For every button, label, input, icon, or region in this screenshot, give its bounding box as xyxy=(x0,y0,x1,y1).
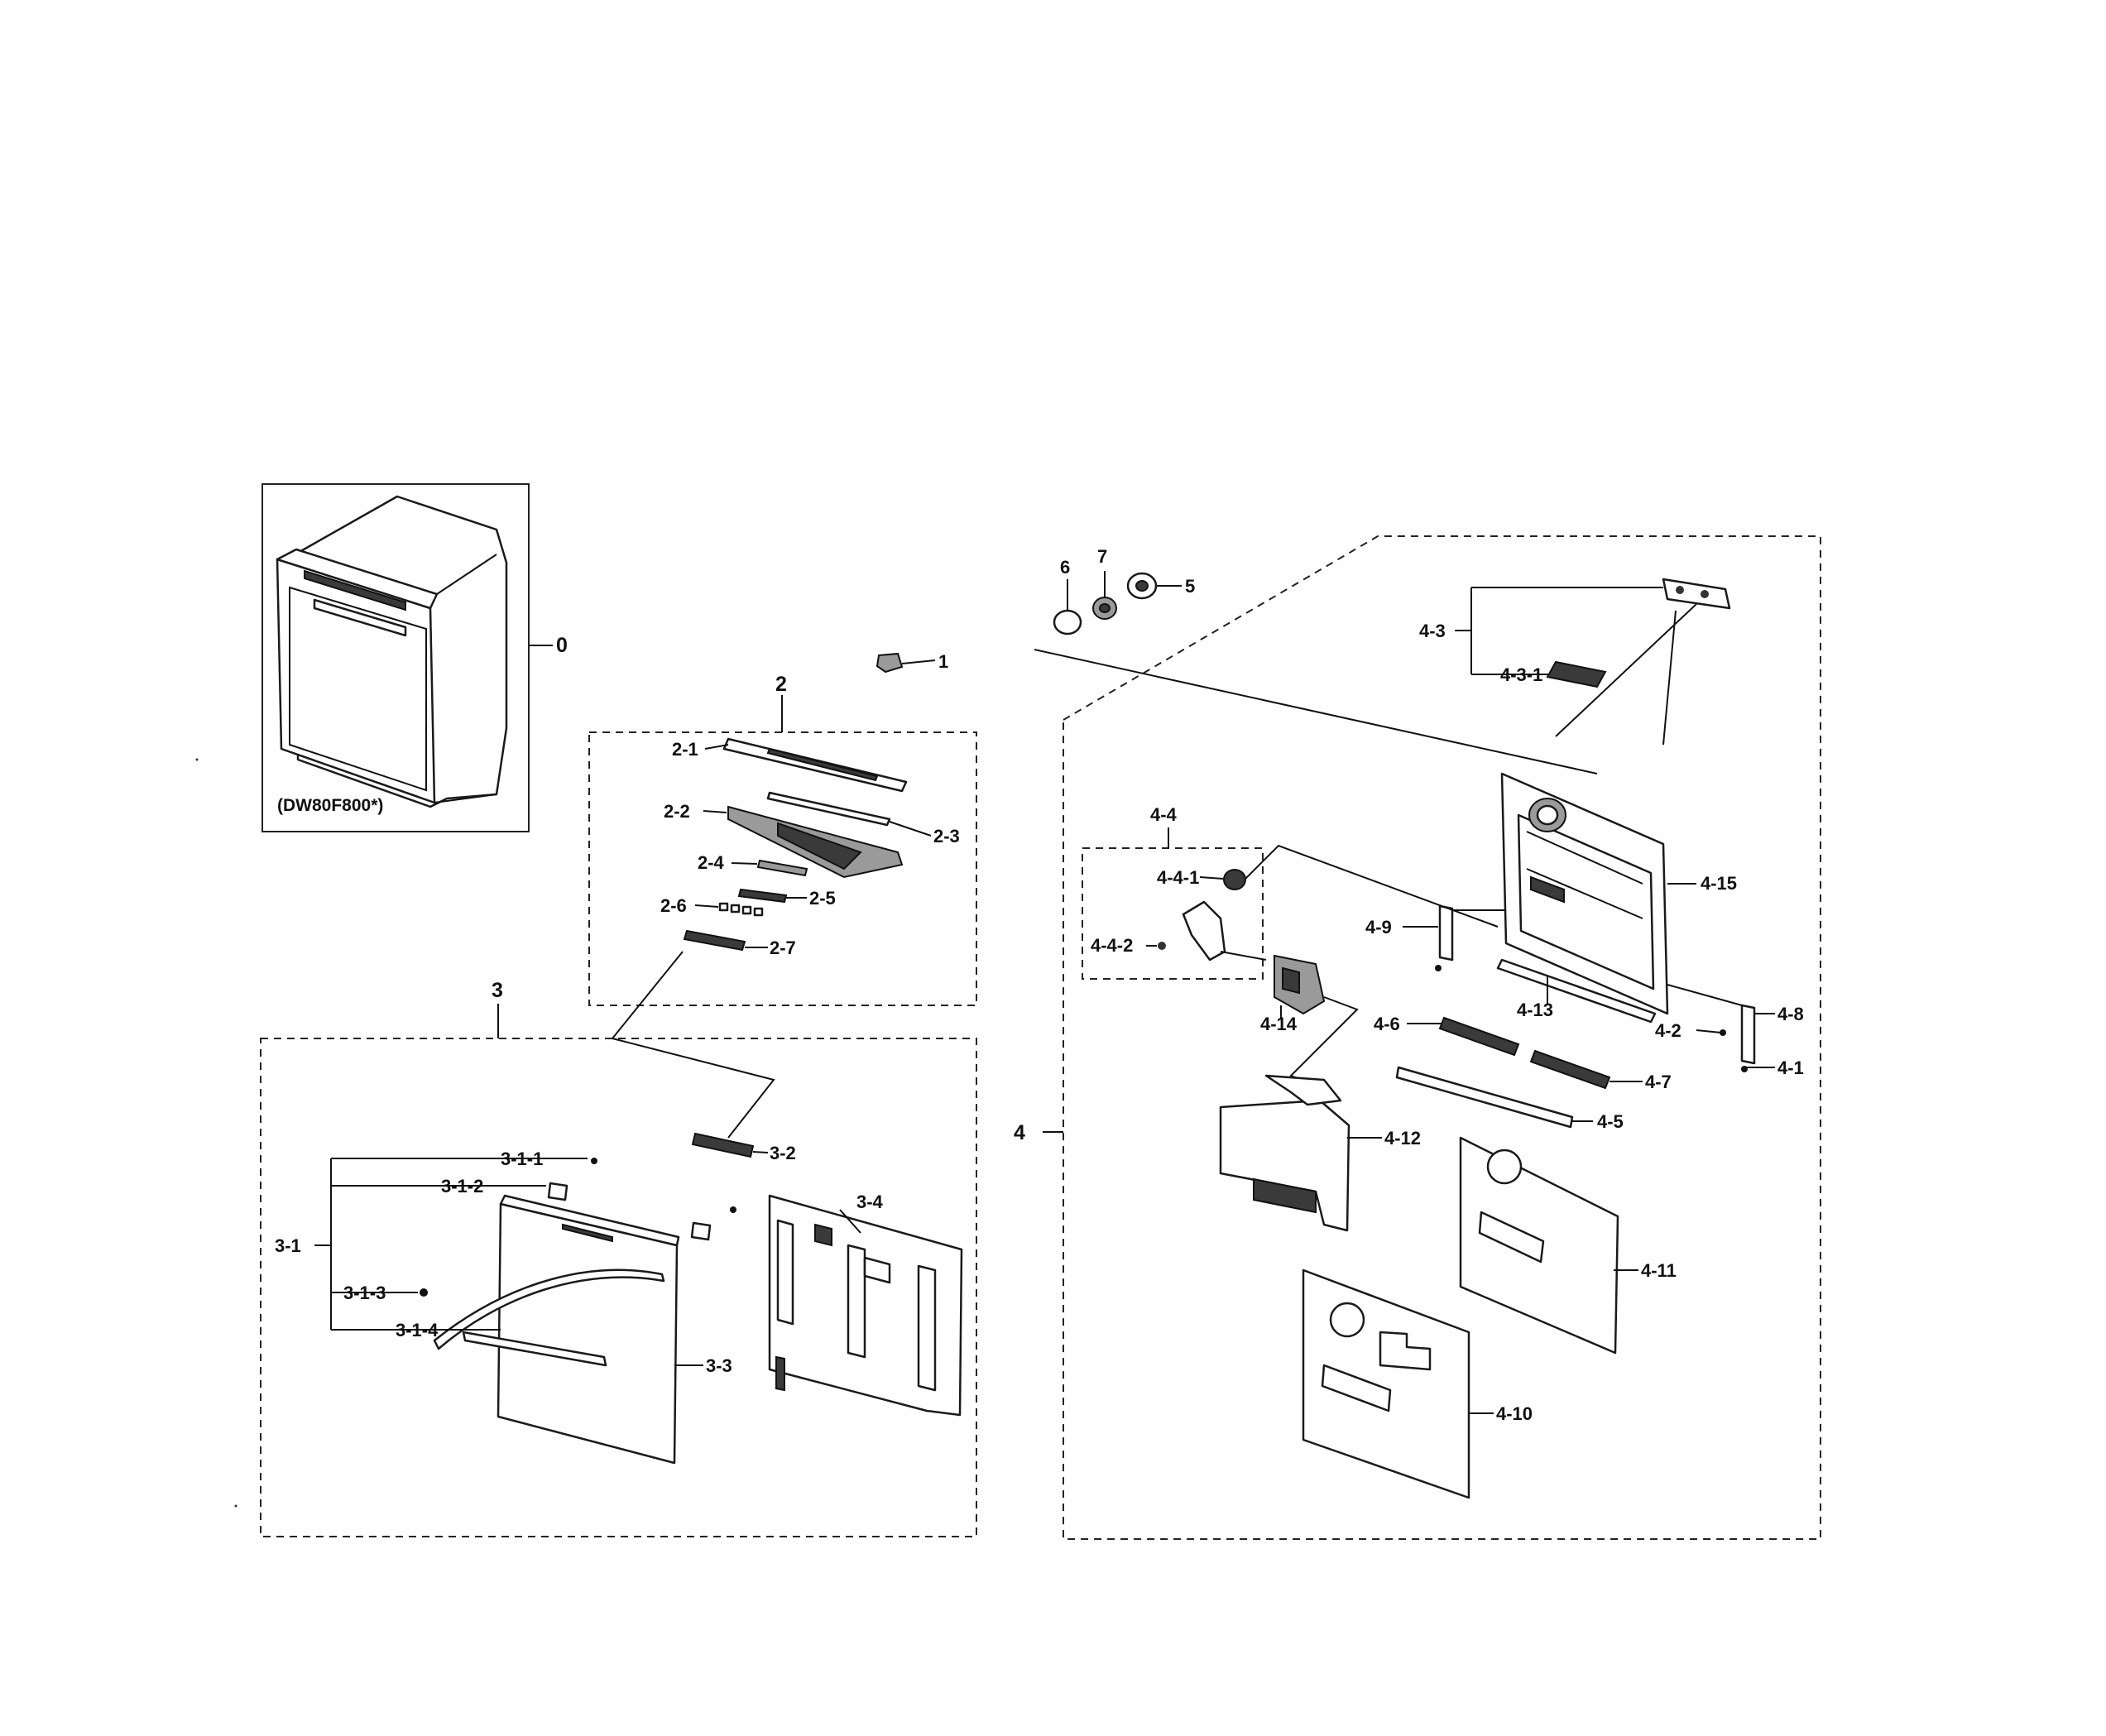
callout-3-3: 3-3 xyxy=(706,1355,732,1376)
overview-panel: (DW80F800*) 0 xyxy=(261,483,568,832)
group-4-4-frame xyxy=(1082,847,1264,980)
part-4-9 xyxy=(1438,904,1454,962)
callout-4-1: 4-1 xyxy=(1777,1057,1804,1078)
dot-mark xyxy=(234,1504,237,1508)
part-2-7 xyxy=(683,929,746,952)
callout-2-3: 2-3 xyxy=(933,826,960,846)
callout-4-15: 4-15 xyxy=(1701,873,1737,894)
group-4-frame xyxy=(1063,535,1821,1540)
dot-mark xyxy=(195,758,199,761)
callout-4-4-2: 4-4-2 xyxy=(1091,935,1133,956)
overview-frame xyxy=(261,483,530,832)
callout-5: 5 xyxy=(1185,576,1195,597)
callout-4-4: 4-4 xyxy=(1150,804,1178,825)
callout-0: 0 xyxy=(556,634,568,657)
callout-2-6: 2-6 xyxy=(660,895,687,916)
callout-3-1-1: 3-1-1 xyxy=(501,1149,543,1169)
callout-3-1: 3-1 xyxy=(275,1235,301,1256)
model-label: (DW80F800*) xyxy=(277,796,383,815)
part-4-7 xyxy=(1529,1049,1611,1090)
callout-4-6: 4-6 xyxy=(1374,1014,1400,1034)
callout-3-1-3: 3-1-3 xyxy=(343,1283,386,1303)
callout-3-2: 3-2 xyxy=(770,1143,796,1163)
clip-part xyxy=(876,652,904,674)
callout-2-5: 2-5 xyxy=(809,888,836,909)
callout-4-3: 4-3 xyxy=(1419,621,1446,641)
bracket-4-3 xyxy=(1455,587,1663,675)
callout-2-2: 2-2 xyxy=(664,801,690,822)
callout-7: 7 xyxy=(1097,546,1107,567)
callout-4-7: 4-7 xyxy=(1645,1072,1672,1092)
callout-4-11: 4-11 xyxy=(1641,1260,1677,1281)
part-1: 1 xyxy=(876,651,948,674)
callout-2-4: 2-4 xyxy=(698,852,725,873)
part-4-4-2 xyxy=(1158,942,1166,950)
callout-6: 6 xyxy=(1060,557,1070,578)
callout-2-1: 2-1 xyxy=(672,739,698,760)
part-3-3-door xyxy=(497,1202,679,1465)
part-4-5 xyxy=(1395,1066,1574,1129)
part-4-8 xyxy=(1740,1004,1756,1065)
part-2-4 xyxy=(756,859,808,877)
part-4-2 xyxy=(1720,1029,1726,1036)
callout-4-5: 4-5 xyxy=(1597,1111,1624,1132)
part-4-12 xyxy=(1219,1099,1350,1232)
part-4-6 xyxy=(1438,1016,1520,1057)
callout-4-2: 4-2 xyxy=(1655,1020,1681,1041)
callout-4-4-1: 4-4-1 xyxy=(1157,867,1199,888)
part-2-3 xyxy=(766,791,891,827)
callout-3-1-4: 3-1-4 xyxy=(396,1320,439,1340)
callout-1: 1 xyxy=(938,651,948,672)
part-4-4-sub xyxy=(1182,900,1226,962)
leader-1 xyxy=(901,659,936,664)
part-2-6 xyxy=(718,902,764,917)
part-3-1-1 xyxy=(591,1158,597,1164)
part-4-3 xyxy=(1662,578,1731,610)
bracket-3-1 xyxy=(314,1158,588,1331)
callout-4-9: 4-9 xyxy=(1365,917,1392,938)
part-4-3-1 xyxy=(1546,660,1607,688)
group-2-control-panel: 2 2-1 2-2 2-3 2-4 2-5 2-6 2-7 xyxy=(588,673,977,1139)
leader-5-6-7-to-door xyxy=(1034,649,1598,774)
part-3-1-2 xyxy=(547,1182,568,1201)
part-3-1-4 xyxy=(462,1331,607,1367)
callout-2-7: 2-7 xyxy=(770,938,796,958)
part-3-2 xyxy=(691,1132,755,1158)
callout-4-12: 4-12 xyxy=(1384,1128,1421,1149)
parts-5-6-7: 6 7 5 xyxy=(1034,546,1598,774)
callout-4-14: 4-14 xyxy=(1260,1014,1298,1034)
ring-seal-part xyxy=(1053,609,1082,635)
part-4-4-1 xyxy=(1223,869,1246,890)
group-2-frame xyxy=(588,731,977,1006)
group-3-frame xyxy=(260,1038,977,1537)
dishwasher-illustration xyxy=(276,495,508,808)
group-3-door-panel: 3 3-2 3-3 3-1 3-1-1 3-1-2 3-1-3 3-1-4 xyxy=(260,979,977,1537)
callout-3-4: 3-4 xyxy=(856,1192,884,1212)
part-3-1-3 xyxy=(420,1288,428,1297)
part-2-5 xyxy=(737,888,788,904)
callout-4-10: 4-10 xyxy=(1496,1403,1533,1424)
callout-2: 2 xyxy=(775,673,787,696)
callout-4-8: 4-8 xyxy=(1777,1004,1804,1024)
callout-3: 3 xyxy=(492,979,503,1002)
part-4-13 xyxy=(1496,958,1657,1024)
callout-4-3-1: 4-3-1 xyxy=(1500,664,1542,685)
callout-3-1-2: 3-1-2 xyxy=(441,1176,483,1196)
leader-2-7-to-3-2 xyxy=(611,951,775,1139)
callout-4: 4 xyxy=(1014,1121,1025,1144)
group-4-inner-door: 4 4-3 4-3-1 4-15 4-13 4-9 4-8 4- xyxy=(1014,535,1821,1540)
part-3-1-4-handle-top xyxy=(433,1268,665,1350)
callout-4-13: 4-13 xyxy=(1517,1000,1553,1020)
